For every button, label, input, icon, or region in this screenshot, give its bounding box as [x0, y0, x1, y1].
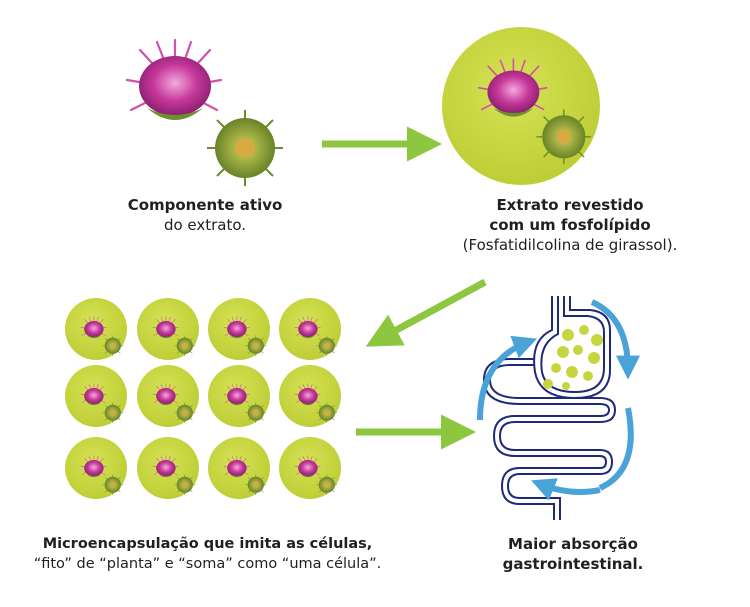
step-1-title: Componente ativo — [127, 196, 283, 214]
capsule-icon — [65, 437, 127, 499]
step-4-title-line-1: Maior absorção — [508, 535, 638, 553]
capsule-icon — [279, 365, 341, 427]
capsule-icon — [137, 298, 199, 360]
arrow-icon — [365, 278, 487, 347]
capsule-icon — [65, 298, 127, 360]
microcapsule-grid — [65, 298, 341, 499]
capsule-icon — [65, 365, 127, 427]
capsule-icon — [442, 27, 600, 185]
capsule-icon — [137, 437, 199, 499]
step-2-title-line-1: Extrato revestido — [496, 196, 644, 214]
capsule-icon — [279, 298, 341, 360]
capsule-icon — [208, 298, 270, 360]
step-1-caption: Componente ativo do extrato. — [100, 195, 310, 235]
capsule-icon — [279, 437, 341, 499]
step-4-title-line-2: gastrointestinal. — [502, 555, 644, 573]
step-2-subtitle: (Fosfatidilcolina de girassol). — [462, 236, 678, 254]
step-3-title: Microencapsulação que imita as células, — [42, 536, 373, 552]
step-2-title-line-2: com um fosfolípido — [489, 216, 651, 234]
step-1-subtitle: do extrato. — [163, 216, 247, 234]
step-3-subtitle: “fito” de “planta” e “soma” como “uma cé… — [33, 556, 382, 572]
thistle-flower-icon — [125, 38, 285, 188]
capsule-icon — [208, 437, 270, 499]
digestive-tract-icon — [477, 296, 640, 520]
step-3-caption: Microencapsulação que imita as células, … — [10, 534, 405, 574]
capsule-icon — [208, 365, 270, 427]
capsule-icon — [137, 365, 199, 427]
step-2-caption: Extrato revestido com um fosfolípido (Fo… — [420, 195, 720, 255]
step-4-caption: Maior absorção gastrointestinal. — [478, 534, 668, 574]
microcapsule-particles — [543, 325, 603, 390]
